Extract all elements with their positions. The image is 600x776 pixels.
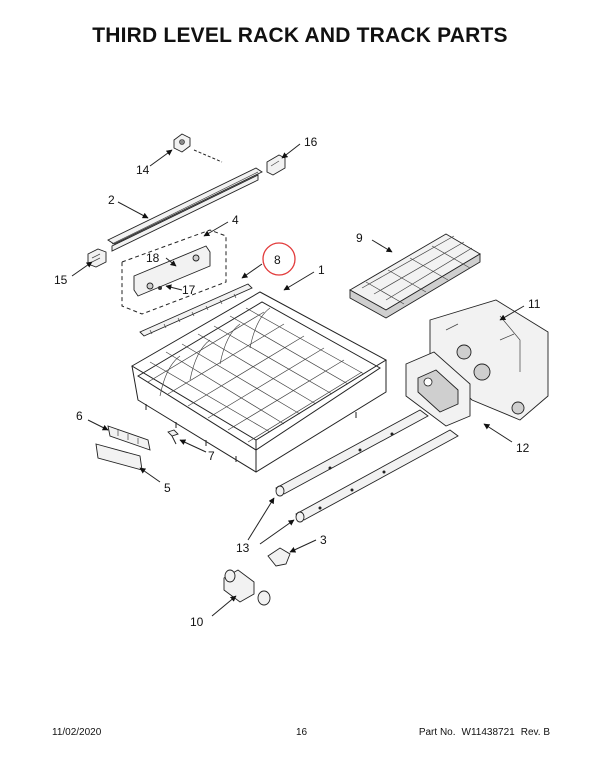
leader-lines	[71, 143, 525, 617]
footer-part-label: Part No.	[418, 727, 456, 738]
callout-8: 8	[274, 253, 281, 267]
callout-labels: 14 16 2 4 15 18 17 8 1 9 11 12 6 7 5 13 …	[54, 135, 541, 629]
part-4-assembly-group	[121, 229, 227, 315]
callout-5: 5	[164, 481, 171, 495]
highlight-circle	[262, 242, 296, 276]
callout-6: 6	[76, 409, 83, 423]
page-title: THIRD LEVEL RACK AND TRACK PARTS	[92, 24, 508, 47]
callout-17: 17	[182, 283, 196, 297]
callout-7: 7	[208, 449, 215, 463]
callout-1: 1	[318, 263, 325, 277]
part-14-bracket	[173, 133, 223, 163]
footer-revision: Rev. B	[520, 727, 550, 738]
callout-2: 2	[108, 193, 115, 207]
part-1-rack-basket	[131, 291, 388, 473]
part-15-rail-end-cap	[87, 248, 107, 268]
part-16-end-clip	[266, 154, 286, 176]
part-2-track-rail	[107, 167, 263, 252]
footer-part-number: Part No. W11438721 Rev. B	[413, 727, 550, 738]
callout-18: 18	[146, 251, 160, 265]
callout-11: 11	[528, 297, 541, 311]
part-3-clip	[267, 547, 291, 567]
part-10-roller-assembly	[223, 569, 271, 606]
callout-10: 10	[190, 615, 204, 629]
part-7-screw	[167, 429, 179, 445]
callout-4: 4	[232, 213, 239, 227]
callout-15: 15	[54, 273, 68, 287]
part-13-tubes	[275, 409, 459, 523]
part-6-bracket	[107, 425, 151, 451]
callout-3: 3	[320, 533, 327, 547]
callout-14: 14	[136, 163, 150, 177]
part-12-drive-housing	[405, 351, 471, 427]
part-8-rack-strip	[139, 283, 253, 337]
footer-part-value: W11438721	[461, 727, 515, 738]
part-5-cover	[95, 443, 143, 471]
part-9-utensil-tray	[349, 233, 481, 319]
callout-12: 12	[516, 441, 530, 455]
callout-9: 9	[356, 231, 363, 245]
callout-16: 16	[304, 135, 318, 149]
callout-13: 13	[236, 541, 250, 555]
footer-date: 11/02/2020	[52, 727, 102, 738]
footer-page-number: 16	[296, 727, 308, 738]
